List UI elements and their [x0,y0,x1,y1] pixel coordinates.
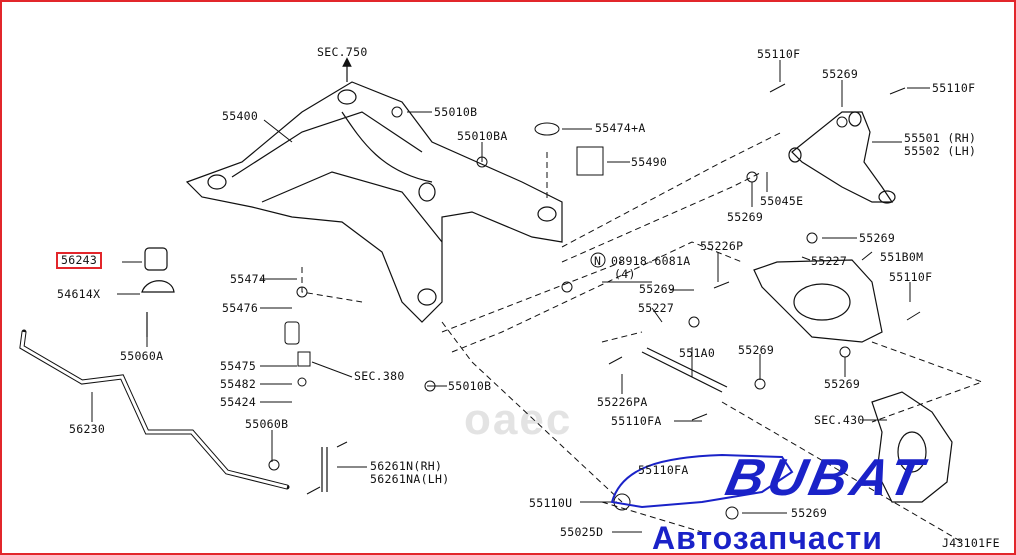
label-551b0m: 551B0M [880,250,924,264]
label-55226p: 55226P [700,239,744,253]
subframe-55400 [185,81,563,323]
label-55475: 55475 [220,359,257,373]
label-55424: 55424 [220,395,257,409]
label-55502: 55502 (LH) [904,144,977,158]
label-55025d: 55025D [560,525,604,539]
label-55110u: 55110U [529,496,573,510]
label-56261na: 56261NA(LH) [370,472,450,486]
label-sec430: SEC.430 [814,413,865,427]
label-55474: 55474 [230,272,267,286]
label-55110f: 55110F [757,47,801,61]
brand-subtitle-watermark: Автозапчасти [652,520,883,555]
label-56230: 56230 [69,422,106,436]
label-55227: 55227 [638,301,675,315]
label-55474a: 55474+A [595,121,646,135]
label-55482: 55482 [220,377,257,391]
label-55269: 55269 [639,282,676,296]
label-55269: 55269 [738,343,775,357]
label-55400: 55400 [222,109,259,123]
label-55045e: 55045E [760,194,804,208]
lower-arm-551B0M [753,259,883,343]
label-55269: 55269 [824,377,861,391]
brand-watermark: BUBAT [720,449,932,507]
label-08918-qty: (4) [614,267,636,281]
label-55110fa: 55110FA [638,463,689,477]
bushing-56243 [144,247,168,271]
label-56243-highlighted: 56243 [56,252,103,269]
label-55227: 55227 [811,254,848,268]
label-55010b: 55010B [448,379,492,393]
lateral-link-551A0 [641,347,728,393]
label-55110f: 55110F [889,270,933,284]
label-55269: 55269 [727,210,764,224]
label-55110f: 55110F [932,81,976,95]
label-55490: 55490 [631,155,668,169]
label-55501: 55501 (RH) [904,131,977,145]
label-55226pa: 55226PA [597,395,648,409]
brand-car-logo [610,453,794,509]
label-54614x: 54614X [57,287,101,301]
label-55010b: 55010B [434,105,478,119]
diagram-code: J43101FE [942,536,1000,550]
label-56261n: 56261N(RH) [370,459,443,473]
upper-arm-55501 [791,111,894,203]
label-55010ba: 55010BA [457,129,508,143]
label-55269: 55269 [791,506,828,520]
oaec-watermark: oaec [464,395,573,444]
label-55110fa: 55110FA [611,414,662,428]
label-08918-mark: N [594,254,602,268]
label-551a0: 551A0 [679,346,716,360]
label-55060a: 55060A [120,349,164,363]
label-55060b: 55060B [245,417,289,431]
label-sec380: SEC.380 [354,369,405,383]
label-55269: 55269 [822,67,859,81]
label-55476: 55476 [222,301,259,315]
knuckle [871,391,953,503]
label-08918-6081a: 08918-6081A [611,254,691,268]
label-sec750: SEC.750 [317,45,368,59]
label-55269: 55269 [859,231,896,245]
